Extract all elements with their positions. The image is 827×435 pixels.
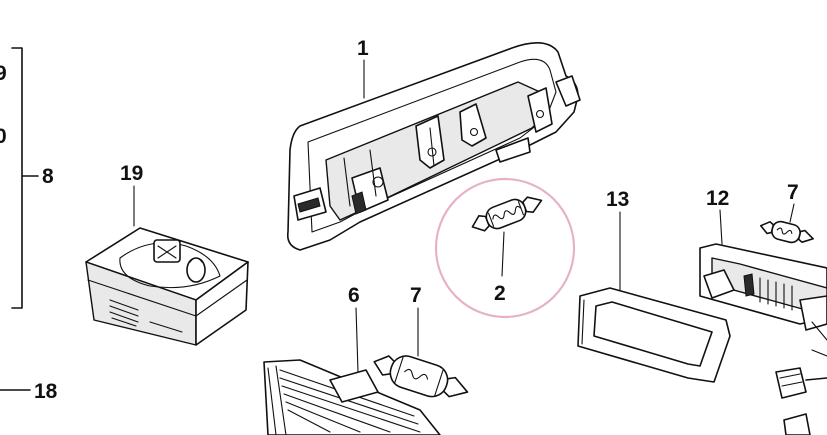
festoon-bulb-icon (471, 196, 543, 232)
callout-13: 13 (606, 188, 629, 211)
callout-7-upper: 7 (787, 181, 799, 204)
callout-19: 19 (120, 162, 143, 185)
festoon-bulb-icon (759, 220, 814, 244)
highlight-circle (434, 177, 576, 319)
callout-8: 8 (42, 165, 54, 188)
gasket-frame-icon (577, 211, 731, 383)
interior-lamp-housing-icon (286, 42, 581, 251)
lamp-housing-icon (699, 209, 827, 435)
callout-7-lower: 7 (410, 284, 422, 307)
callout-10: 0 (0, 125, 7, 148)
callout-1: 1 (357, 37, 369, 60)
callout-6: 6 (348, 284, 360, 307)
left-bracket (0, 47, 39, 391)
callout-9: 9 (0, 62, 7, 85)
callout-18: 18 (34, 380, 58, 403)
callout-2: 2 (494, 282, 506, 305)
callout-12: 12 (706, 187, 729, 210)
festoon-bulb-icon (373, 355, 469, 398)
lens-cover-icon (263, 307, 441, 435)
bulb-box-icon (85, 185, 249, 346)
